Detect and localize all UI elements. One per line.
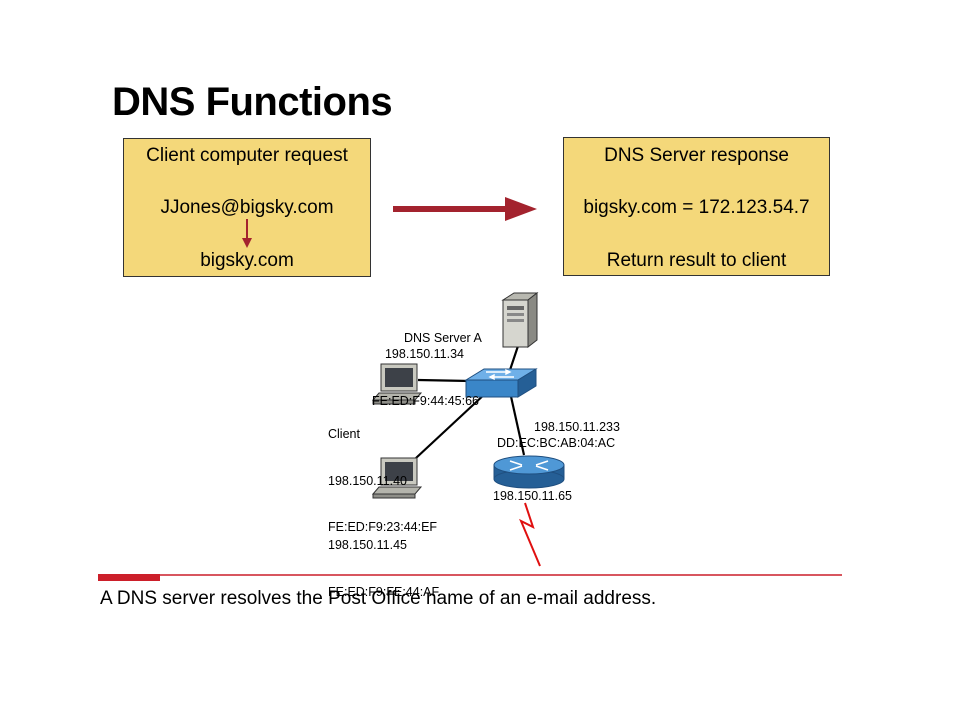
client-mac: FE:ED:F9:23:44:EF	[328, 520, 438, 534]
dns-server-name: DNS Server A	[404, 331, 482, 345]
figure-caption: A DNS server resolves the Post Office na…	[100, 588, 657, 609]
host-computer-icon	[371, 457, 423, 499]
host2-ip: 198.150.11.45	[328, 538, 408, 552]
request-heading: Client computer request	[146, 145, 348, 166]
response-mapping: bigsky.com = 172.123.54.7	[583, 197, 810, 218]
page-title: DNS Functions	[112, 80, 393, 124]
host2-label: 198.150.11.45 FE:ED:F9:FE:44:AF	[328, 507, 439, 616]
host2-mac: FE:ED:F9:FE:44:AF	[328, 584, 440, 599]
dns-server-label: DNS Server A	[404, 300, 482, 362]
dns-server-ip: 198.150.11.34	[384, 347, 464, 361]
request-email: JJones@bigsky.com	[160, 197, 334, 218]
wan-link	[519, 502, 541, 567]
request-to-response-arrow	[393, 197, 537, 221]
client-ip: 198.150.11.40	[328, 473, 408, 488]
dns-server-mac: FE:ED:F9:44:45:66	[372, 393, 480, 408]
switch-icon	[464, 368, 538, 398]
router-wan-ip: 198.150.11.65	[493, 489, 573, 503]
response-action: Return result to client	[606, 250, 787, 271]
extract-domain-arrow	[242, 219, 252, 248]
client-request-box: Client computer request JJones@bigsky.co…	[123, 138, 371, 277]
router-lan-ip: 198.150.11.233	[534, 420, 620, 434]
client-computer-icon	[371, 363, 423, 405]
client-name: Client	[328, 427, 360, 441]
network-links	[415, 345, 526, 459]
client-label: Client 198.150.11.40 FE:ED:F9:23:44:EF	[328, 396, 437, 551]
response-heading: DNS Server response	[604, 145, 789, 166]
dns-server-addresses: 198.150.11.34 FE:ED:F9:44:45:66	[372, 316, 480, 425]
request-domain: bigsky.com	[200, 250, 294, 271]
caption-divider	[98, 574, 842, 581]
router-icon	[493, 455, 565, 489]
router-mac: DD:EC:BC:AB:04:AC	[497, 436, 616, 450]
server-icon	[501, 291, 539, 349]
dns-response-box: DNS Server response bigsky.com = 172.123…	[563, 137, 830, 276]
